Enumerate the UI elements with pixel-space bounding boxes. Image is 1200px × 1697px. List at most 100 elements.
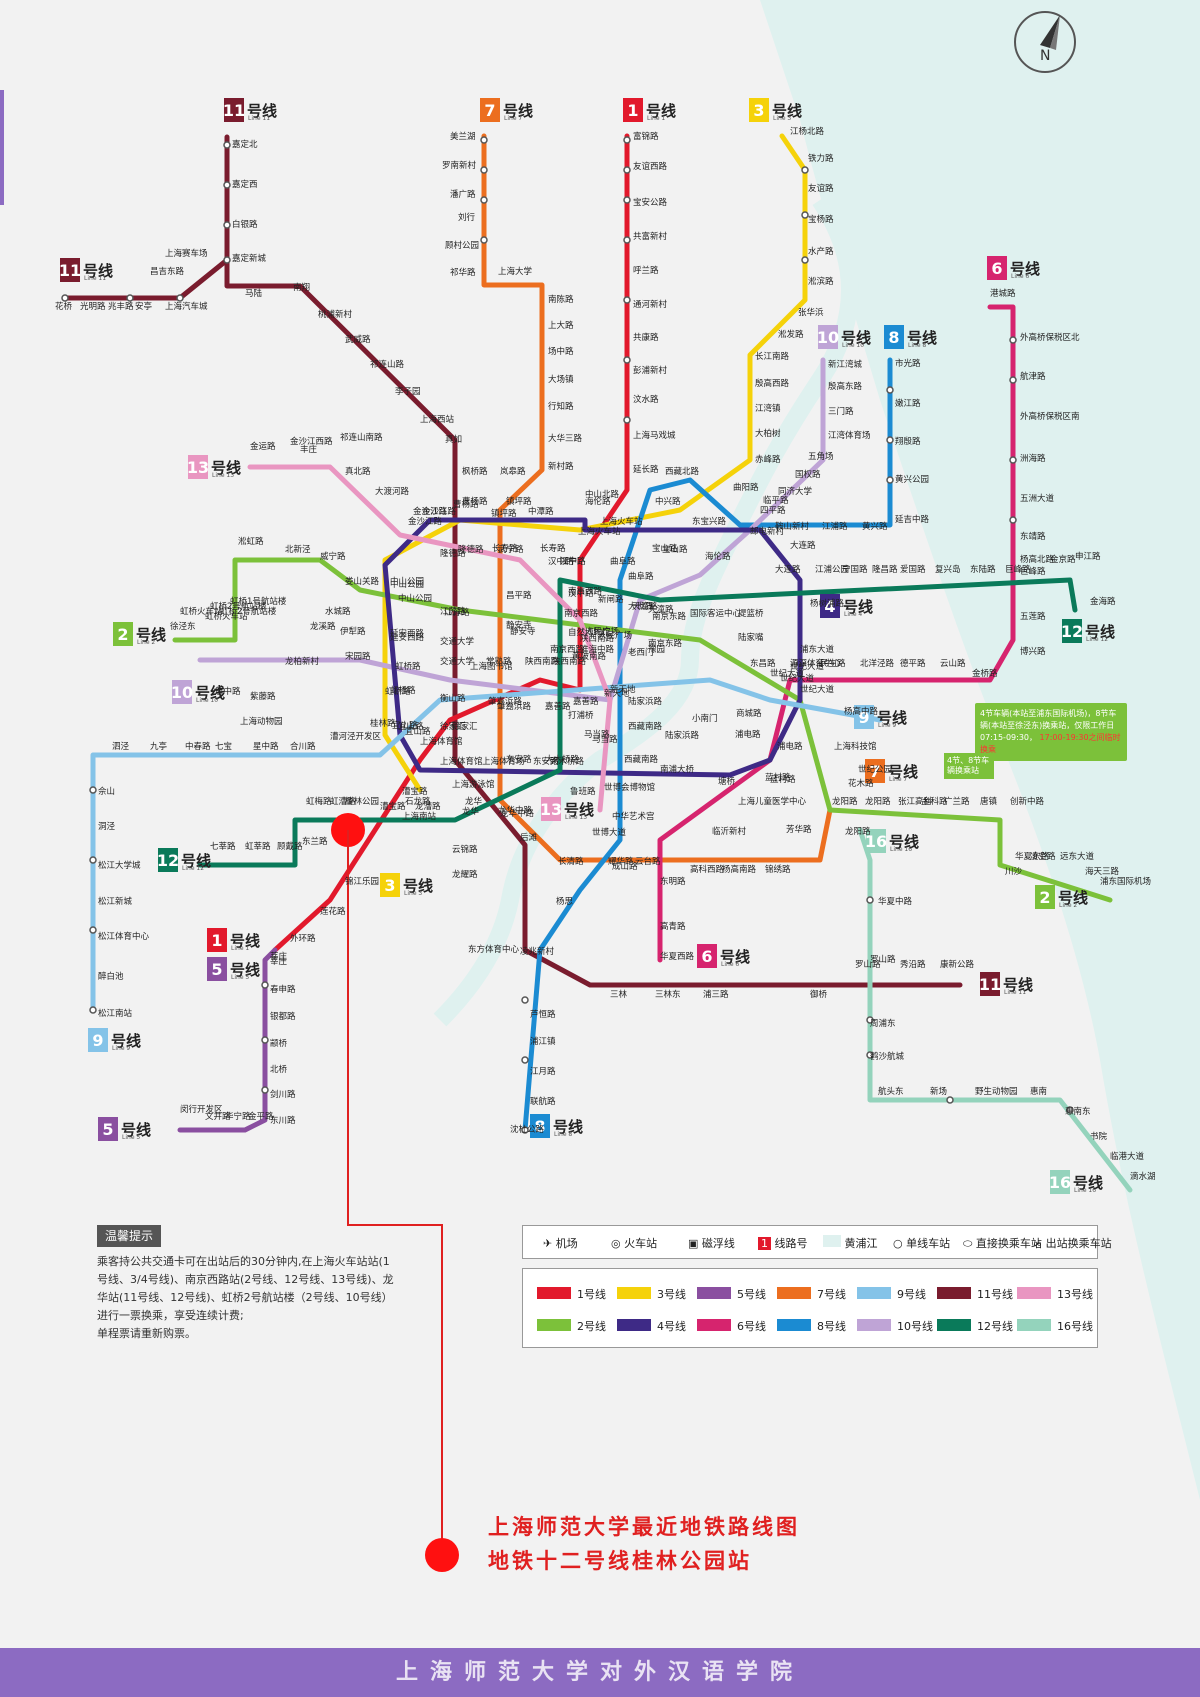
station-name: 伊犁路 — [340, 627, 366, 637]
line-color-swatch — [1017, 1319, 1051, 1331]
station-name: 芳华路 — [786, 825, 812, 835]
station-name: 静安寺 — [506, 621, 532, 631]
interchange-icon: ⬭ — [963, 1237, 973, 1250]
station-name: 江宁路 — [560, 557, 586, 567]
line-color-label: 5号线 — [737, 1288, 766, 1301]
station-name: 潘广路 — [450, 190, 476, 200]
station-name: 高青路 — [660, 922, 686, 932]
line-color-label: 12号线 — [977, 1320, 1013, 1333]
line-en: Line 9 — [112, 1045, 131, 1052]
station-name: 长寿路 — [492, 544, 518, 554]
station-name: 新江湾城 — [828, 360, 863, 370]
station-name: 李子园 — [395, 387, 421, 397]
station-name: 徐家汇 — [440, 722, 466, 732]
station-name: 德平路 — [900, 659, 926, 669]
station-name: 祁华路 — [450, 268, 476, 278]
station-name: 东安路 — [506, 755, 532, 765]
station-name: 七宝 — [215, 742, 233, 752]
legend-label: 出站换乘车站 — [1045, 1237, 1112, 1250]
tips-body2: 单程票请重新购票。 — [97, 1327, 196, 1340]
station-name: 江杨北路 — [790, 127, 825, 137]
station-name: 九亭 — [150, 742, 168, 752]
station-name: 宝安公路 — [633, 198, 668, 208]
station-name: 上海南站 — [402, 812, 437, 822]
line-color-label: 8号线 — [817, 1320, 846, 1333]
station-name: 上海大学 — [498, 267, 533, 277]
compass-label: N — [1040, 48, 1050, 64]
station-name: 虹桥1号航站楼 — [230, 597, 287, 607]
station-name: 虹桥2号航站楼 — [220, 607, 277, 617]
station-name: 川沙 — [1005, 867, 1023, 877]
line-13-label: 13 号线 Line 13 — [187, 455, 241, 479]
line-num: 11 — [59, 258, 81, 282]
station-name: 塘桥 — [718, 777, 736, 787]
station-name: 镇坪路 — [506, 497, 532, 507]
station-name: 汶水路 — [633, 395, 659, 405]
station-name: 浦电路 — [735, 730, 761, 740]
station-name: 江湾体育场 — [828, 431, 871, 441]
station-name: 龙柏新村 — [285, 657, 320, 667]
line-num: 2 — [113, 622, 133, 646]
station-name: 上海体育场 — [482, 757, 525, 767]
line-text: 号线 — [83, 261, 114, 280]
station-name: 银都路 — [270, 1012, 296, 1022]
note-text-red: 17:00-19:30之间临时换乘 — [980, 733, 1121, 754]
line-color-swatch — [617, 1319, 651, 1331]
station-name: 中山北路 — [585, 490, 620, 500]
station-name: 富锦路 — [633, 132, 659, 142]
station-name: 威宁路 — [320, 552, 346, 562]
station-name: 陕西南路 — [552, 657, 587, 667]
station-name: 曲阳路 — [733, 483, 759, 493]
station-name: 杨高南路 — [722, 865, 757, 875]
line-color-swatch — [937, 1287, 971, 1299]
line-num: 7 — [865, 759, 885, 783]
station-name: 龙华中路 — [498, 806, 533, 816]
station-name: 美兰湖 — [450, 132, 476, 142]
station-name: 联航路 — [530, 1097, 556, 1107]
route-pointer-dot — [425, 1538, 459, 1572]
station-name: 祁连山南路 — [340, 433, 383, 443]
station-name: 江湾镇 — [755, 404, 781, 414]
station-name: 宜山路 — [392, 721, 418, 731]
station-name: 天潼路 — [648, 605, 674, 615]
line-1-path — [272, 133, 630, 953]
station-name: 嫩江路 — [895, 399, 921, 409]
station-name: 东川路 — [270, 1116, 296, 1126]
station-name: 惠南东 — [1065, 1107, 1091, 1117]
line-text: 号线 — [843, 597, 874, 616]
station-name: 江苏路 — [444, 608, 470, 618]
station-name: 远东大道 — [1060, 852, 1095, 862]
line-num: 6 — [697, 944, 717, 968]
station-name: 衡山路 — [440, 694, 466, 704]
station-name: 航中路 — [215, 687, 241, 697]
station-name: 石龙路 — [405, 797, 431, 807]
station-name: 龙耀路 — [452, 870, 478, 880]
station-name: 武宁路 — [498, 545, 524, 555]
river-legend: 黄浦江 — [823, 1235, 878, 1251]
station-name: 中山公园 — [390, 577, 425, 587]
station-name: 虹桥路 — [390, 686, 416, 696]
station-name: 江月路 — [530, 1067, 556, 1077]
line-text: 号线 — [553, 1117, 584, 1136]
station-name: 老西门 — [628, 648, 654, 658]
station-name: 嘉定新城 — [232, 254, 267, 264]
station-name: 南京东路 — [648, 639, 683, 649]
station-name: 航头东 — [878, 1087, 904, 1097]
line-en: Line 5 — [122, 1134, 141, 1141]
line-color-swatch — [617, 1287, 651, 1299]
station-name: 金沙江路 — [408, 517, 443, 527]
station-name: 真北路 — [345, 467, 371, 477]
station-name: 殷高东路 — [828, 382, 863, 392]
station-dots — [61, 136, 1074, 1134]
station-name: 张华浜 — [798, 308, 824, 318]
line-text: 号线 — [888, 762, 919, 781]
interchange-note: 4节车辆(本站至浦东国际机场)，8节车辆(本站至徐泾东)换乘站，仅限工作日07:… — [975, 703, 1127, 761]
station-name: 虹梅路 — [306, 797, 332, 807]
station-name: 罗南新村 — [442, 161, 477, 171]
station-name: 龙华 — [465, 797, 483, 807]
station-name: 五角场 — [808, 452, 834, 462]
station-name: 上海动物园 — [240, 717, 283, 727]
line-8-path — [522, 357, 893, 1133]
line-8-label: 8 号线 Line 8 — [884, 325, 937, 349]
